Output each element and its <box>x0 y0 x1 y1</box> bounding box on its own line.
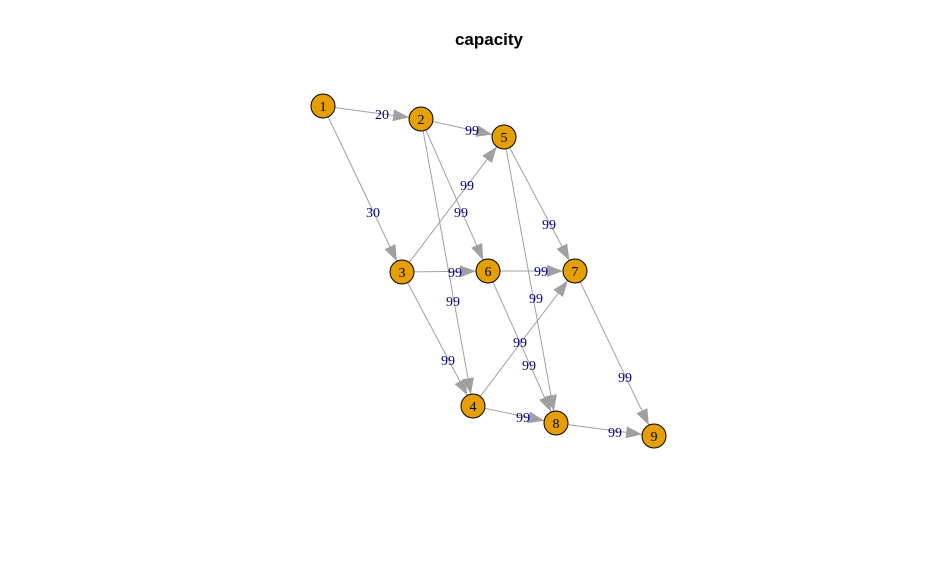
edge-1-3 <box>327 116 398 262</box>
arrowhead-icon <box>625 426 643 439</box>
node-2 <box>408 106 434 132</box>
edge-3-4 <box>407 282 468 396</box>
edge-5-8 <box>505 148 555 412</box>
arrowhead-icon <box>482 146 497 163</box>
edge-label-3-4: 99 <box>441 354 455 369</box>
node-label-8: 8 <box>553 417 560 432</box>
edge-2-4 <box>422 130 472 395</box>
edge-label-4-8: 99 <box>516 411 530 426</box>
arrowhead-icon <box>459 265 477 278</box>
arrowhead-icon <box>636 408 649 426</box>
node-label-1: 1 <box>320 100 327 115</box>
edge-label-2-6: 99 <box>454 206 468 221</box>
node-6 <box>475 258 501 284</box>
plot-title: capacity <box>454 30 524 49</box>
edge-label-4-7: 99 <box>513 336 527 351</box>
edge-7-9 <box>579 281 650 426</box>
arrowhead-icon <box>384 244 397 262</box>
node-1 <box>310 93 336 119</box>
edge-label-1-3: 30 <box>366 206 380 221</box>
node-label-2: 2 <box>418 113 425 128</box>
node-3 <box>389 259 415 285</box>
edge-5-7 <box>509 147 570 261</box>
arrowhead-icon <box>392 109 410 122</box>
arrowhead-icon <box>475 125 493 137</box>
edge-6-8 <box>492 281 552 413</box>
edge-label-2-5: 99 <box>465 124 479 139</box>
edge-label-8-9: 99 <box>608 426 622 441</box>
arrowhead-icon <box>547 265 563 277</box>
node-label-7: 7 <box>572 265 579 280</box>
node-8 <box>543 410 569 436</box>
node-7 <box>562 258 588 284</box>
arrowhead-icon <box>553 280 568 297</box>
node-4 <box>460 393 486 419</box>
arrowhead-icon <box>454 378 468 396</box>
arrowhead-icon <box>527 411 545 424</box>
edge-label-3-5: 99 <box>460 179 474 194</box>
edge-label-6-7: 99 <box>534 265 548 280</box>
edge-4-7 <box>479 280 569 397</box>
edge-3-5 <box>408 146 498 263</box>
edge-label-6-8: 99 <box>522 359 536 374</box>
edge-2-6 <box>425 129 484 261</box>
arrowhead-icon <box>471 242 484 261</box>
edge-label-3-6: 99 <box>448 266 462 281</box>
edge-label-1-2: 20 <box>375 108 389 123</box>
node-label-6: 6 <box>485 265 492 280</box>
node-label-9: 9 <box>651 430 658 445</box>
node-label-5: 5 <box>501 131 508 146</box>
node-label-3: 3 <box>399 266 406 281</box>
node-9 <box>641 423 667 449</box>
arrowhead-icon <box>556 243 570 261</box>
node-5 <box>491 124 517 150</box>
node-label-4: 4 <box>470 400 477 415</box>
edge-label-7-9: 99 <box>618 371 632 386</box>
edge-label-5-8: 99 <box>529 292 543 307</box>
arrowhead-icon <box>539 394 552 413</box>
edge-label-2-4: 99 <box>446 295 460 310</box>
edge-label-5-7: 99 <box>542 218 556 233</box>
